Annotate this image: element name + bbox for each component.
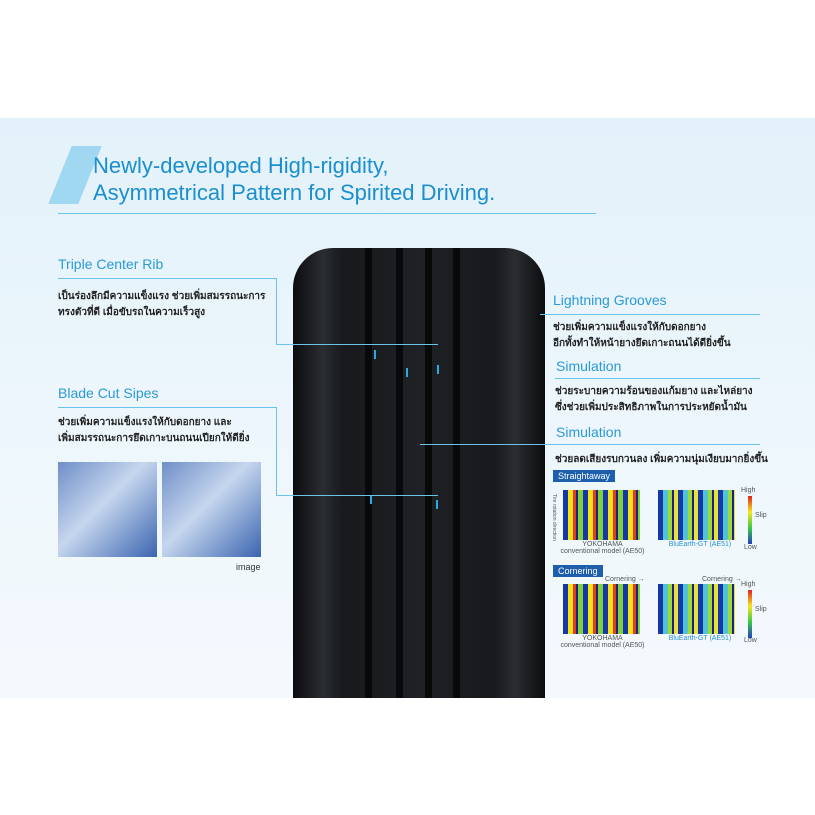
divider (58, 213, 596, 214)
page-title: Newly-developed High-rigidity,Asymmetric… (93, 152, 495, 206)
scale-high: High (741, 487, 756, 494)
text-line: เพิ่มสมรรถนะการยึดเกาะบนถนนเปียกให้ดียิ่… (58, 433, 250, 444)
feature-heading: Simulation (556, 358, 622, 374)
scale-high: High (741, 581, 756, 588)
leader-line (540, 314, 760, 315)
scale-label: Slip (755, 606, 767, 613)
leader-line (555, 378, 760, 379)
text-line: YOKOHAMA (582, 541, 623, 548)
heatmap-blueearth-straight (658, 490, 735, 540)
leader-line (276, 407, 277, 495)
leader-line (58, 278, 276, 279)
text-line: เป็นร่องลึกมีความแข็งแรง ช่วยเพิ่มสมรรถน… (58, 291, 266, 302)
leader-line (58, 407, 276, 408)
text-line: ช่วยลดเสียงรบกวนลง เพิ่มความนุ่มเงียบมาก… (555, 454, 768, 465)
scale-label: Slip (755, 512, 767, 519)
sipe-marker (436, 500, 438, 509)
feature-heading: Lightning Grooves (553, 292, 667, 308)
slip-scale (748, 496, 752, 544)
feature-heading: Triple Center Rib (58, 256, 164, 272)
slip-scale (748, 590, 752, 638)
rib-marker (406, 368, 408, 377)
text-line: อีกทั้งทำให้หน้ายางยึดเกาะถนนได้ดียิ่งขึ… (553, 338, 731, 349)
text-line: ซึ่งช่วยเพิ่มประสิทธิภาพในการประหยัดน้ำม… (555, 402, 747, 413)
heatmap-blueearth-corner (658, 584, 735, 634)
image-caption: image (236, 562, 261, 572)
text-line: conventional model (AE50) (560, 642, 645, 649)
sipe-marker (370, 495, 372, 504)
feature-text: ช่วยเพิ่มความแข็งแรงให้กับดอกยางอีกทั้งท… (553, 320, 731, 352)
tire-image (293, 248, 545, 698)
feature-heading: Blade Cut Sipes (58, 385, 159, 401)
model-label: BluEarth-GT (AE51) (668, 541, 732, 548)
leader-line (276, 344, 438, 345)
feature-heading: Simulation (556, 424, 622, 440)
feature-text: ช่วยระบายความร้อนของแก้มยาง และไหล่ยางซึ… (555, 384, 753, 416)
text-line: YOKOHAMA (582, 635, 623, 642)
leader-line (420, 444, 760, 445)
cornering-badge: Cornering (553, 565, 603, 577)
rotation-label: Tire rotation direction (551, 494, 557, 541)
text-line: ช่วยเพิ่มความแข็งแรงให้กับดอกยาง และ (58, 417, 232, 428)
scale-low: Low (744, 637, 757, 644)
title-line-2: Asymmetrical Pattern for Spirited Drivin… (93, 180, 496, 205)
direction-label: Cornering → (605, 576, 645, 583)
rib-marker (437, 365, 439, 374)
heatmap-conventional-straight (563, 490, 640, 540)
leader-line (276, 495, 438, 496)
straightaway-badge: Straightaway (553, 470, 616, 482)
feature-text: ช่วยเพิ่มความแข็งแรงให้กับดอกยาง และเพิ่… (58, 415, 249, 447)
scale-low: Low (744, 544, 757, 551)
text-line: ช่วยระบายความร้อนของแก้มยาง และไหล่ยาง (555, 386, 753, 397)
rib-marker (374, 350, 376, 359)
text-line: ช่วยเพิ่มความแข็งแรงให้กับดอกยาง (553, 322, 707, 333)
text-line: conventional model (AE50) (560, 548, 645, 555)
model-label: BluEarth-GT (AE51) (668, 635, 732, 642)
text-line: ทรงตัวที่ดี เมื่อขับรถในความเร็วสูง (58, 307, 206, 318)
sipe-image-2 (162, 462, 261, 557)
sipe-image-1 (58, 462, 157, 557)
feature-text: ช่วยลดเสียงรบกวนลง เพิ่มความนุ่มเงียบมาก… (555, 452, 768, 468)
title-line-1: Newly-developed High-rigidity, (93, 153, 389, 178)
leader-line (276, 278, 277, 344)
heatmap-conventional-corner (563, 584, 640, 634)
feature-text: เป็นร่องลึกมีความแข็งแรง ช่วยเพิ่มสมรรถน… (58, 289, 265, 321)
direction-label: Cornering → (702, 576, 742, 583)
